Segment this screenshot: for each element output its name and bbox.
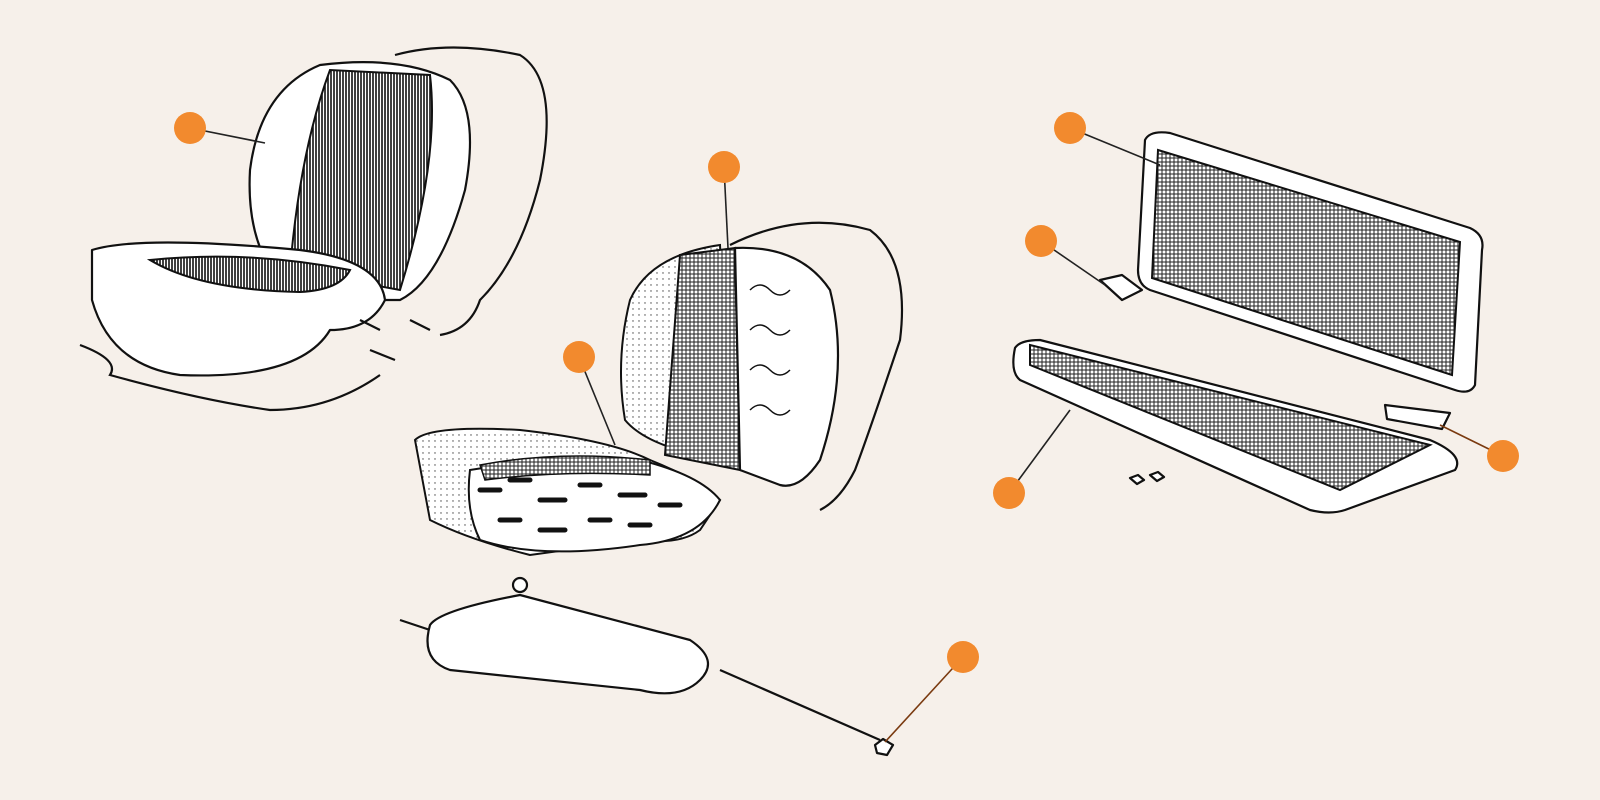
- backrest-exploded: [620, 221, 904, 511]
- hotspots: [174, 112, 1519, 673]
- rear-backrest-drawing: [1098, 131, 1484, 431]
- hotspot-seat-backrest-cover[interactable]: [708, 151, 740, 183]
- seat-frame: [399, 576, 895, 757]
- hotspot-front-seat-complete[interactable]: [174, 112, 206, 144]
- hotspot-seat-cushion-cover[interactable]: [563, 341, 595, 373]
- hotspot-rear-backrest-hinge[interactable]: [1025, 225, 1057, 257]
- hotspot-rear-seat-cushion[interactable]: [993, 477, 1025, 509]
- cushion-exploded: [413, 427, 722, 557]
- hotspot-rear-backrest[interactable]: [1054, 112, 1086, 144]
- hotspot-seat-frame-clip[interactable]: [947, 641, 979, 673]
- rear-cushion-drawing: [1012, 338, 1459, 514]
- hotspot-rear-backrest-bracket[interactable]: [1487, 440, 1519, 472]
- front-seat-assembly: [79, 46, 548, 412]
